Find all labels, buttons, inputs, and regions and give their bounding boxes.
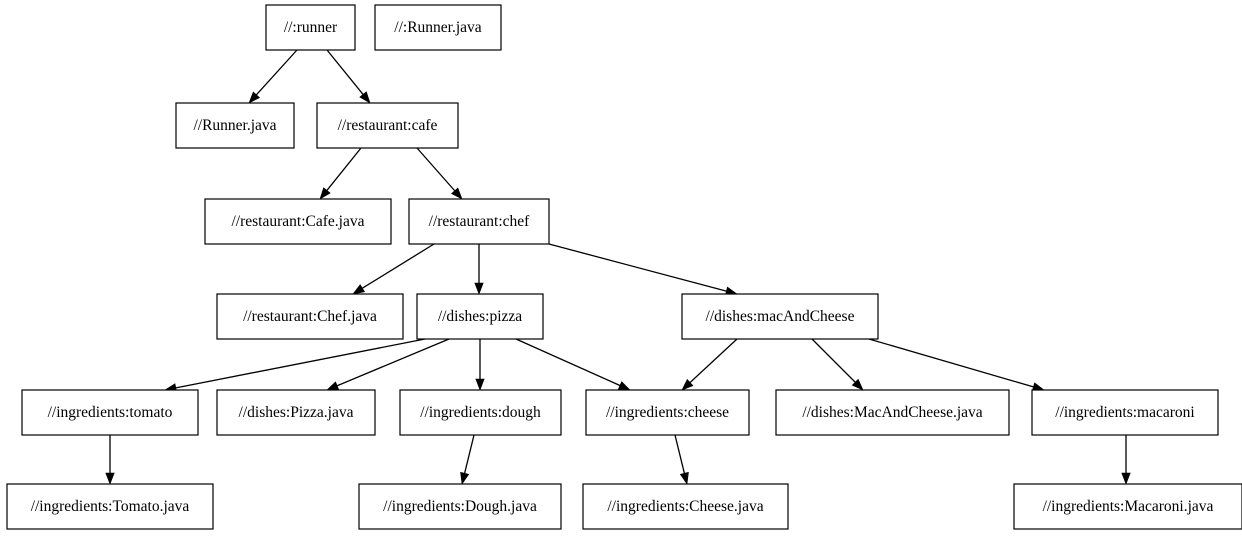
node-box[interactable]: [21, 389, 199, 436]
edge-arrowhead: [319, 187, 331, 200]
graph-edge: [105, 435, 115, 485]
graph-node-ing_cheese_java[interactable]: //ingredients:Cheese.java: [582, 483, 789, 530]
graph-node-restaurant_chef_java[interactable]: //restaurant:Chef.java: [216, 293, 404, 340]
node-box[interactable]: [585, 389, 750, 436]
edge-line: [811, 338, 856, 383]
graph-edge: [548, 243, 738, 296]
graph-edge: [248, 49, 298, 104]
edge-line: [362, 243, 435, 289]
graph-node-ing_macaroni[interactable]: //ingredients:macaroni: [1031, 389, 1219, 436]
edge-line: [548, 243, 727, 292]
graph-edge: [416, 147, 463, 200]
node-box[interactable]: [582, 483, 789, 530]
edge-line: [326, 147, 362, 191]
graph-node-dishes_macandcheese[interactable]: //dishes:macAndCheese: [681, 293, 879, 340]
edge-line: [674, 434, 686, 474]
graph-node-runner_java_root[interactable]: //:Runner.java: [374, 4, 502, 51]
graph-node-ing_tomato_java[interactable]: //ingredients:Tomato.java: [6, 483, 214, 530]
edge-arrowhead: [105, 472, 115, 485]
edge-arrowhead: [475, 378, 485, 391]
edge-line: [336, 338, 450, 387]
graph-edge: [352, 243, 435, 295]
edge-arrowhead: [359, 91, 371, 104]
graph-node-ing_tomato[interactable]: //ingredients:tomato: [21, 389, 199, 436]
node-box[interactable]: [681, 293, 879, 340]
graph-node-dishes_mac_java[interactable]: //dishes:MacAndCheese.java: [775, 389, 1010, 436]
node-box[interactable]: [408, 198, 550, 245]
edge-arrowhead: [679, 471, 689, 485]
node-box[interactable]: [1031, 389, 1219, 436]
graph-node-restaurant_cafe[interactable]: //restaurant:cafe: [316, 102, 459, 149]
graph-edge: [474, 244, 484, 295]
node-box[interactable]: [204, 198, 392, 245]
graph-node-runner[interactable]: //:runner: [265, 4, 356, 51]
graph-edge: [681, 338, 738, 391]
edge-line: [416, 147, 456, 192]
graph-edge: [326, 49, 371, 104]
edge-line: [868, 338, 1034, 388]
node-box[interactable]: [175, 102, 295, 149]
node-box[interactable]: [265, 4, 356, 51]
graph-node-ing_cheese[interactable]: //ingredients:cheese: [585, 389, 750, 436]
node-box[interactable]: [399, 389, 562, 436]
node-box[interactable]: [358, 483, 562, 530]
edge-arrowhead: [460, 471, 470, 485]
edge-arrowhead: [851, 378, 864, 391]
edge-arrowhead: [681, 378, 694, 391]
node-box[interactable]: [216, 389, 376, 436]
node-box[interactable]: [775, 389, 1010, 436]
graph-node-ing_dough[interactable]: //ingredients:dough: [399, 389, 562, 436]
graph-edge: [475, 339, 485, 391]
edge-arrowhead: [352, 284, 366, 295]
edge-line: [326, 49, 364, 95]
graph-node-ing_dough_java[interactable]: //ingredients:Dough.java: [358, 483, 562, 530]
graph-node-dishes_pizza[interactable]: //dishes:pizza: [416, 293, 544, 340]
graph-edge: [674, 434, 689, 485]
graph-node-runner_java[interactable]: //Runner.java: [175, 102, 295, 149]
graph-node-restaurant_cafe_java[interactable]: //restaurant:Cafe.java: [204, 198, 392, 245]
node-box[interactable]: [6, 483, 214, 530]
graph-node-dishes_pizza_java[interactable]: //dishes:Pizza.java: [216, 389, 376, 436]
graph-edge: [811, 338, 864, 391]
graph-node-ing_macaroni_java[interactable]: //ingredients:Macaroni.java: [1013, 483, 1242, 530]
edge-line: [463, 434, 475, 474]
edge-arrowhead: [1121, 472, 1131, 485]
edge-arrowhead: [474, 282, 484, 295]
graph-node-restaurant_chef[interactable]: //restaurant:chef: [408, 198, 550, 245]
graph-edge: [1121, 435, 1131, 485]
graph-edge: [319, 147, 362, 200]
edge-line: [515, 338, 621, 387]
edges-layer: [105, 49, 1131, 485]
edge-line: [689, 338, 738, 383]
node-box[interactable]: [216, 293, 404, 340]
node-box[interactable]: [1013, 483, 1242, 530]
graph-edge: [460, 434, 475, 485]
edge-arrowhead: [451, 187, 463, 200]
edge-line: [255, 49, 298, 96]
node-box[interactable]: [316, 102, 459, 149]
node-box[interactable]: [374, 4, 502, 51]
node-box[interactable]: [416, 293, 544, 340]
edge-line: [175, 338, 426, 389]
edge-arrowhead: [248, 91, 261, 104]
